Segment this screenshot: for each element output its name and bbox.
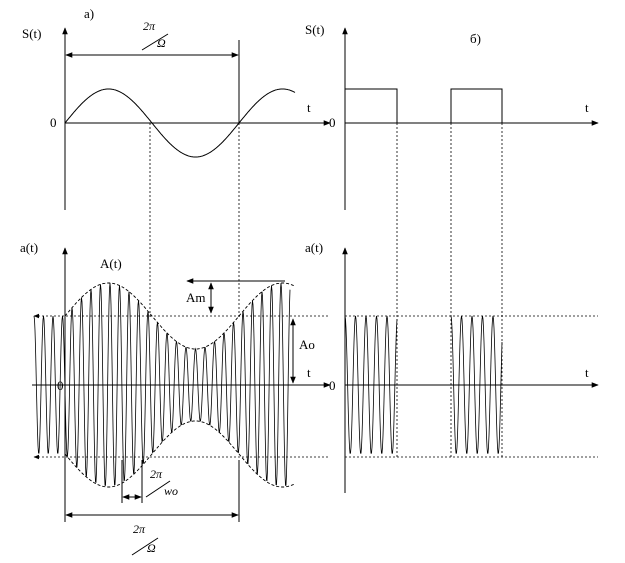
- period-fraction-top: 2π Ω: [141, 19, 169, 51]
- bottom-period-fraction: 2π Ω: [131, 522, 159, 556]
- envelope-upper: [64, 282, 296, 350]
- label-ao: Ao: [299, 337, 315, 352]
- fraction-slash-carrier: [145, 480, 171, 498]
- pulsed-carrier-wave: [344, 315, 503, 454]
- label-am: Am: [186, 290, 206, 305]
- label-t-bottom-right: t: [585, 365, 589, 380]
- panel-b-bottom: a(t) t 0: [305, 240, 599, 493]
- bottom-period-numerator: 2π: [133, 522, 146, 536]
- modulating-sine-wave: [64, 88, 296, 158]
- label-zero-bottom-right: 0: [329, 378, 336, 393]
- fraction-slash-top: [141, 33, 169, 51]
- label-a-t-left: a(t): [20, 240, 38, 255]
- label-s-t-right: S(t): [305, 22, 325, 37]
- bottom-period-denominator: Ω: [147, 541, 156, 555]
- label-zero-top-left: 0: [50, 115, 57, 130]
- carrier-numerator: 2π: [150, 467, 163, 481]
- label-t-top-right: t: [585, 100, 589, 115]
- label-zero-top-right: 0: [329, 115, 336, 130]
- label-s-t-left: S(t): [22, 26, 42, 41]
- label-a-t-right: a(t): [305, 240, 323, 255]
- panel-a-bottom: a(t) A(t) t 0 Am Ao 2π wo 2π Ω: [20, 240, 331, 556]
- am-carrier-wave: [33, 282, 291, 486]
- label-panel-a: a): [84, 6, 94, 21]
- fraction-slash-bottom: [131, 537, 159, 556]
- carrier-period-fraction: 2π wo: [145, 467, 178, 498]
- pulse-train: [345, 88, 503, 123]
- period-denominator-top: Ω: [157, 36, 166, 50]
- envelope-lower: [64, 420, 296, 488]
- panel-b-top: S(t) б) t 0: [305, 22, 599, 458]
- period-numerator-top: 2π: [143, 19, 156, 33]
- label-panel-b: б): [470, 31, 481, 46]
- label-envelope: A(t): [100, 256, 122, 271]
- label-t-top-left: t: [307, 100, 311, 115]
- carrier-denominator: wo: [164, 484, 178, 498]
- label-t-bottom-left: t: [307, 365, 311, 380]
- panel-a-top: S(t) a) t 0 2π Ω: [22, 6, 331, 318]
